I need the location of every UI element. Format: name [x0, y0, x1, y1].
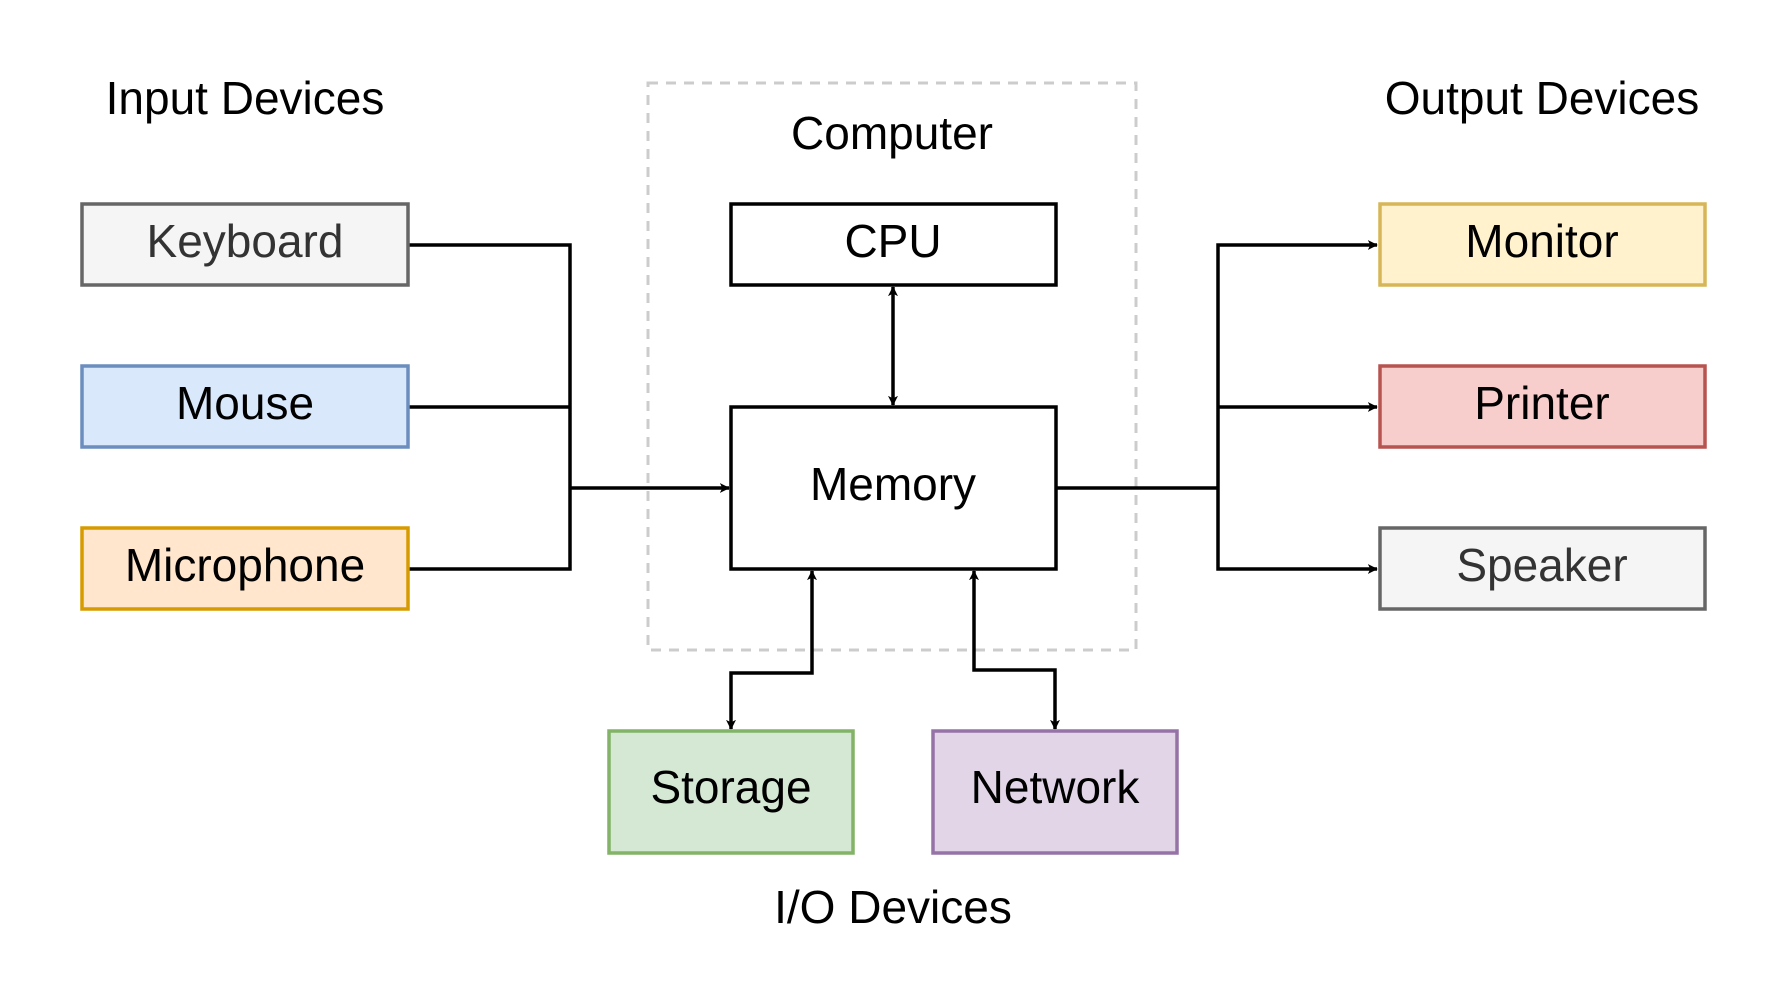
node-cpu[interactable]: CPU: [729, 202, 1058, 287]
node-mouse[interactable]: Mouse: [80, 364, 410, 449]
network-label: Network: [971, 761, 1141, 813]
mouse-label: Mouse: [176, 377, 314, 429]
connectors: [408, 240, 1378, 730]
network-box: [931, 729, 1179, 855]
printer-box: [1378, 364, 1707, 449]
monitor-label: Monitor: [1465, 215, 1618, 267]
node-storage[interactable]: Storage: [607, 729, 855, 855]
node-printer[interactable]: Printer: [1378, 364, 1707, 449]
speaker-label: Speaker: [1456, 539, 1627, 591]
edge-keyboard-memory: [408, 243, 572, 488]
edge-memory-network: [969, 570, 1060, 730]
node-speaker[interactable]: Speaker: [1378, 526, 1707, 611]
mouse-box: [80, 364, 410, 449]
edge-memory-speaker: [1216, 488, 1378, 574]
edge-microphone-memory: [408, 488, 572, 571]
cpu-box: [729, 202, 1058, 287]
printer-label: Printer: [1474, 377, 1609, 429]
computer-heading: Computer: [791, 107, 993, 159]
io-devices-heading: I/O Devices: [774, 881, 1012, 933]
cpu-label: CPU: [844, 215, 941, 267]
memory-box: [729, 405, 1058, 571]
computer-group-frame: [646, 81, 1138, 652]
memory-label: Memory: [810, 458, 976, 510]
storage-label: Storage: [650, 761, 811, 813]
input-devices-heading: Input Devices: [106, 72, 385, 124]
keyboard-label: Keyboard: [147, 215, 344, 267]
node-memory[interactable]: Memory: [729, 405, 1058, 571]
speaker-box: [1378, 526, 1707, 611]
edge-memory-monitor: [1216, 240, 1378, 488]
output-devices-heading: Output Devices: [1385, 72, 1699, 124]
node-network[interactable]: Network: [931, 729, 1179, 855]
edge-memory-storage: [726, 570, 817, 730]
microphone-label: Microphone: [125, 539, 365, 591]
node-microphone[interactable]: Microphone: [80, 526, 410, 611]
microphone-box: [80, 526, 410, 611]
storage-box: [607, 729, 855, 855]
node-keyboard[interactable]: Keyboard: [80, 202, 410, 287]
monitor-box: [1378, 202, 1707, 287]
keyboard-box: [80, 202, 410, 287]
node-monitor[interactable]: Monitor: [1378, 202, 1707, 287]
